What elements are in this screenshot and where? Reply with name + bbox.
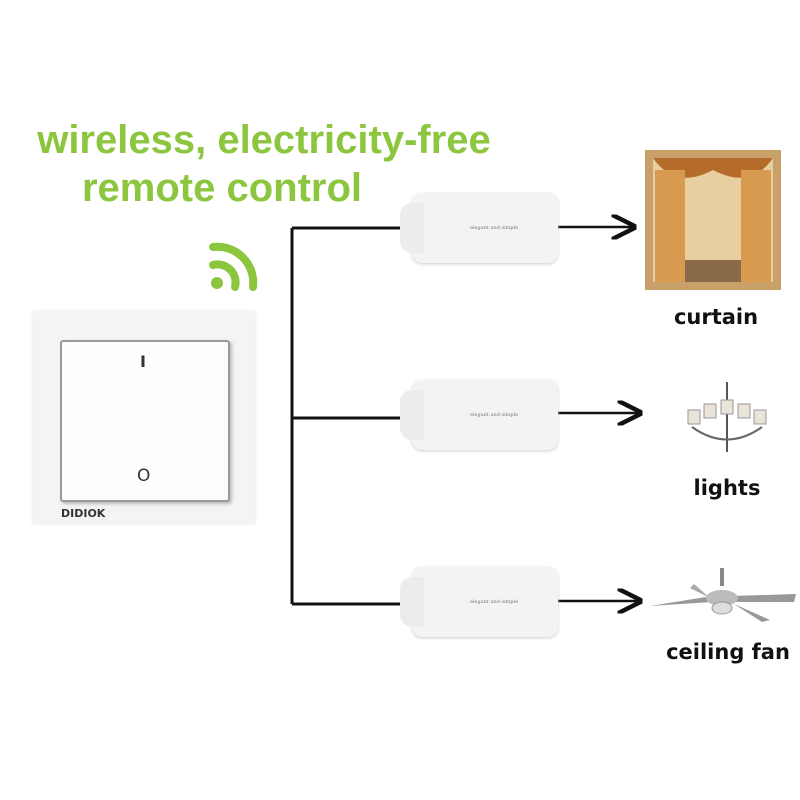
device-label-ceiling-fan: ceiling fan bbox=[666, 640, 790, 664]
curtain-image bbox=[645, 150, 781, 290]
wall-switch: I O DIDIOK bbox=[33, 312, 255, 523]
headline-line1: wireless, electricity-free bbox=[37, 118, 491, 162]
brand-label: DIDIOK bbox=[61, 507, 106, 520]
switch-rocker: I O bbox=[60, 340, 230, 502]
receiver-text: elegant and simple bbox=[470, 412, 519, 418]
receiver-module: elegant and simple bbox=[400, 193, 558, 263]
device-label-curtain: curtain bbox=[673, 305, 759, 329]
receiver-text: elegant and simple bbox=[470, 599, 519, 605]
off-symbol: O bbox=[137, 466, 151, 486]
on-symbol: I bbox=[140, 352, 146, 371]
device-label-lights: lights bbox=[693, 476, 761, 500]
receiver-text: elegant and simple bbox=[470, 225, 519, 231]
receiver-module: elegant and simple bbox=[400, 380, 558, 450]
wireless-signal-icon bbox=[209, 242, 258, 291]
receiver-module: elegant and simple bbox=[400, 567, 558, 637]
chandelier-image bbox=[687, 382, 767, 452]
headline-line2: remote control bbox=[81, 166, 363, 210]
ceiling-fan-image bbox=[650, 568, 796, 622]
